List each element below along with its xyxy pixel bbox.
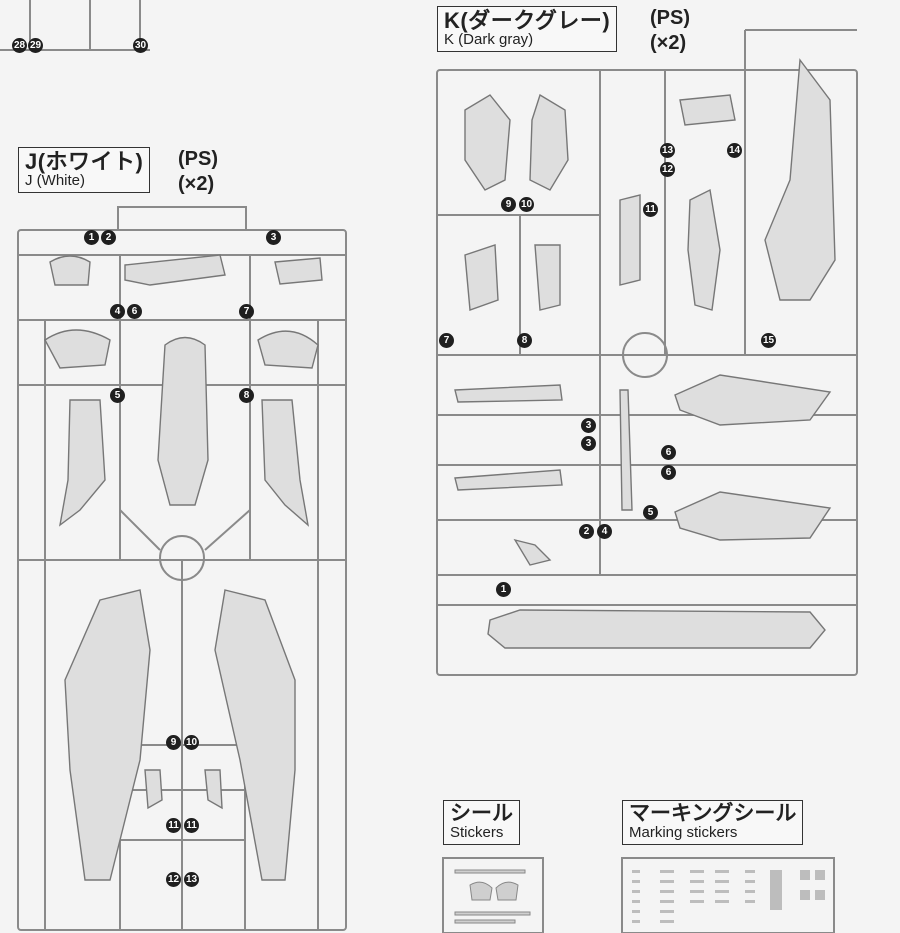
stickers-label: シール Stickers bbox=[443, 800, 520, 845]
callout-k-5: 5 bbox=[643, 505, 658, 520]
callout-j-2: 2 bbox=[101, 230, 116, 245]
callout-k-6a: 6 bbox=[661, 445, 676, 460]
runner-j-spec: (PS) (×2) bbox=[178, 147, 218, 197]
marking-stickers-label-jp: マーキングシール bbox=[629, 802, 797, 825]
callout-k-15: 15 bbox=[761, 333, 776, 348]
runner-j-name-en: J (White) bbox=[25, 172, 85, 190]
callout-j-3: 3 bbox=[266, 230, 281, 245]
top-fragment-frame bbox=[0, 0, 150, 51]
callout-k-12: 12 bbox=[660, 162, 675, 177]
callout-j-9: 9 bbox=[166, 735, 181, 750]
runner-k-quantity: (×2) bbox=[650, 32, 687, 54]
callout-k-3b: 3 bbox=[581, 436, 596, 451]
runner-j-frame bbox=[17, 206, 347, 931]
runner-k-name-jp: K(ダークグレー) bbox=[444, 8, 611, 33]
runner-k-name-en: K (Dark gray) bbox=[444, 31, 534, 49]
callout-j-7: 7 bbox=[239, 304, 254, 319]
stickers-label-jp: シール bbox=[450, 802, 513, 825]
callout-k-6b: 6 bbox=[661, 465, 676, 480]
callout-j-12: 12 bbox=[166, 872, 181, 887]
callout-k-11: 11 bbox=[643, 202, 658, 217]
callout-j-11a: 11 bbox=[166, 818, 181, 833]
callout-k-14: 14 bbox=[727, 143, 742, 158]
callout-k-4: 4 bbox=[597, 524, 612, 539]
callout-k-9: 9 bbox=[501, 197, 516, 212]
callout-k-10: 10 bbox=[519, 197, 534, 212]
callout-j-6: 6 bbox=[127, 304, 142, 319]
runner-j-quantity: (×2) bbox=[178, 173, 215, 195]
callout-j-8: 8 bbox=[239, 388, 254, 403]
callout-k-13: 13 bbox=[660, 143, 675, 158]
callout-j-10: 10 bbox=[184, 735, 199, 750]
callout-k-2: 2 bbox=[579, 524, 594, 539]
callout-j-5: 5 bbox=[110, 388, 125, 403]
marking-sheet-outline bbox=[621, 857, 835, 933]
callout-28: 28 bbox=[12, 38, 27, 53]
runner-k-spec: (PS) (×2) bbox=[650, 6, 690, 56]
sticker-sheet-outline bbox=[442, 857, 544, 933]
callout-k-1: 1 bbox=[496, 582, 511, 597]
marking-stickers-label-en: Marking stickers bbox=[629, 824, 738, 842]
callout-j-11b: 11 bbox=[184, 818, 199, 833]
runner-j-name-jp: J(ホワイト) bbox=[25, 149, 144, 174]
callout-29: 29 bbox=[28, 38, 43, 53]
stickers-label-en: Stickers bbox=[450, 824, 504, 842]
runner-k-material: (PS) bbox=[650, 7, 690, 29]
runner-k-title: K(ダークグレー) K (Dark gray) bbox=[437, 6, 618, 52]
callout-k-7: 7 bbox=[439, 333, 454, 348]
callout-k-3a: 3 bbox=[581, 418, 596, 433]
runner-j-material: (PS) bbox=[178, 148, 218, 170]
callout-30: 30 bbox=[133, 38, 148, 53]
callout-j-4: 4 bbox=[110, 304, 125, 319]
callout-j-1: 1 bbox=[84, 230, 99, 245]
callout-j-13: 13 bbox=[184, 872, 199, 887]
marking-stickers-label: マーキングシール Marking stickers bbox=[622, 800, 804, 845]
runner-j-title: J(ホワイト) J (White) bbox=[18, 147, 151, 193]
callout-k-8: 8 bbox=[517, 333, 532, 348]
runner-k-frame bbox=[436, 29, 858, 676]
